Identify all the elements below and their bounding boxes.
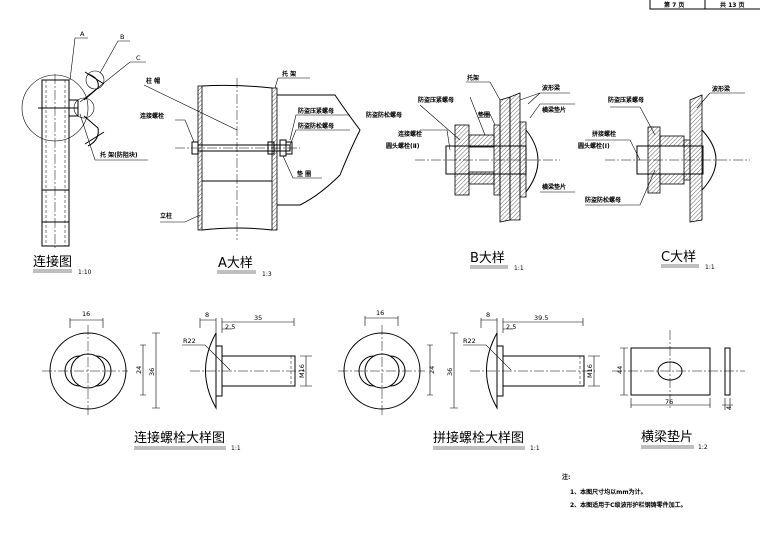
connection-view-title: 连接图 [33, 254, 72, 270]
dim-slot: 16 [82, 310, 90, 318]
label-connect-bolt: 连接螺栓 [140, 112, 164, 120]
callout-a: A [80, 30, 85, 38]
dim-width: 76 [665, 398, 673, 406]
label-post-cap: 柱 帽 [146, 77, 160, 85]
dim-slot: 16 [376, 309, 384, 317]
label-washer: 垫圈 [478, 111, 490, 119]
dim-outer: 36 [446, 368, 454, 376]
detail-b: 托架 波形梁 横梁垫片 防盗压紧螺母 防盗防松螺母 垫圈 连接螺栓 圆头螺栓(Ⅱ… [366, 74, 575, 272]
label-wave-beam: 波形梁 [712, 85, 730, 93]
connect-bolt-scale: 1:1 [231, 445, 241, 452]
callout-c: C [136, 54, 141, 62]
dim-thread: M16 [298, 364, 306, 378]
detail-c-scale: 1:1 [705, 264, 715, 271]
beam-shim-scale: 1:2 [698, 444, 708, 451]
detail-a: 托 架 柱 帽 连接螺栓 防盗压紧螺母 防盗防松螺母 垫 圈 立柱 A大样 1:… [140, 70, 361, 278]
detail-b-title: B大样 [470, 251, 505, 266]
dim-radius: R22 [183, 337, 196, 345]
connect-bolt-detail: 16 24 36 8 2.5 35 R22 M16 连接螺栓大样图 1:1 [42, 310, 312, 452]
label-press-nut: 防盗压紧螺母 [418, 96, 454, 104]
dim-flange: 2.5 [506, 323, 516, 331]
dim-thickness: 4 [725, 406, 733, 410]
dim-length: 39.5 [534, 314, 548, 322]
dim-outer: 36 [148, 368, 156, 376]
detail-c: 波形梁 防盗压紧螺母 拼接螺栓 圆头螺栓(Ⅰ) 防盗防松螺母 C大样 1:1 [578, 85, 750, 271]
page-info-box: 第 7 页 共 13 页 [649, 0, 760, 10]
beam-shim-title: 横梁垫片 [641, 429, 693, 445]
note-item: 1、本图尺寸均以mm为计。 [570, 488, 647, 496]
connection-view-scale: 1:10 [78, 269, 92, 276]
dim-inner: 24 [428, 366, 436, 374]
connect-bolt-title: 连接螺栓大样图 [134, 430, 225, 446]
dim-thread: M16 [586, 364, 594, 378]
detail-a-scale: 1:3 [262, 271, 272, 278]
bracket-label: 托 架(防阻块) [100, 151, 138, 159]
dim-radius: R22 [463, 337, 476, 345]
label-splice-bolt: 拼接螺栓 [592, 130, 616, 138]
beam-shim-detail: 44 76 4 横梁垫片 1:2 [612, 330, 745, 451]
label-bracket: 托 架 [282, 70, 296, 78]
label-press-nut: 防盗压紧螺母 [298, 107, 334, 115]
splice-bolt-detail: 16 24 36 8 2.5 39.5 R22 M16 拼接螺栓大样图 1:1 [338, 309, 600, 452]
label-round-bolt: 圆头螺栓(Ⅰ) [578, 142, 610, 150]
label-post: 立柱 [160, 212, 172, 220]
label-press-nut: 防盗压紧螺母 [608, 96, 644, 104]
note-item: 2、本图适用于C级波形护栏钢铸零件加工。 [570, 501, 687, 509]
label-lock-nut: 防盗防松螺母 [366, 111, 402, 119]
label-washer: 垫 圈 [297, 170, 311, 178]
detail-c-title: C大样 [661, 250, 696, 265]
label-lock-nut: 防盗防松螺母 [585, 196, 621, 204]
page-current: 第 7 页 [663, 1, 684, 9]
label-beam-shim-bottom: 横梁垫片 [542, 183, 566, 191]
connection-view: A B C 托 架(防阻块) 连接图 1:10 [21, 30, 148, 276]
label-beam-shim-top: 横梁垫片 [542, 106, 566, 114]
dim-head: 8 [205, 311, 209, 319]
splice-bolt-title: 拼接螺栓大样图 [433, 430, 524, 446]
label-bracket: 托架 [467, 74, 479, 82]
label-connect-bolt: 连接螺栓 [398, 130, 422, 138]
splice-bolt-scale: 1:1 [530, 445, 540, 452]
label-lock-nut: 防盗防松螺母 [298, 122, 334, 130]
page-total: 共 13 页 [720, 1, 745, 9]
detail-b-scale: 1:1 [514, 265, 524, 272]
label-round-bolt: 圆头螺栓(Ⅱ) [386, 142, 420, 150]
notes: 注: 1、本图尺寸均以mm为计。 2、本图适用于C级波形护栏钢铸零件加工。 [562, 473, 687, 509]
dim-inner: 24 [135, 366, 143, 374]
dim-flange: 2.5 [225, 323, 235, 331]
dim-length: 35 [254, 314, 262, 322]
detail-a-title: A大样 [218, 256, 253, 271]
dim-height: 44 [616, 366, 624, 374]
label-wave-beam: 波形梁 [542, 84, 560, 92]
callout-b: B [120, 33, 124, 41]
dim-head: 8 [486, 311, 490, 319]
notes-heading: 注: [562, 473, 570, 481]
